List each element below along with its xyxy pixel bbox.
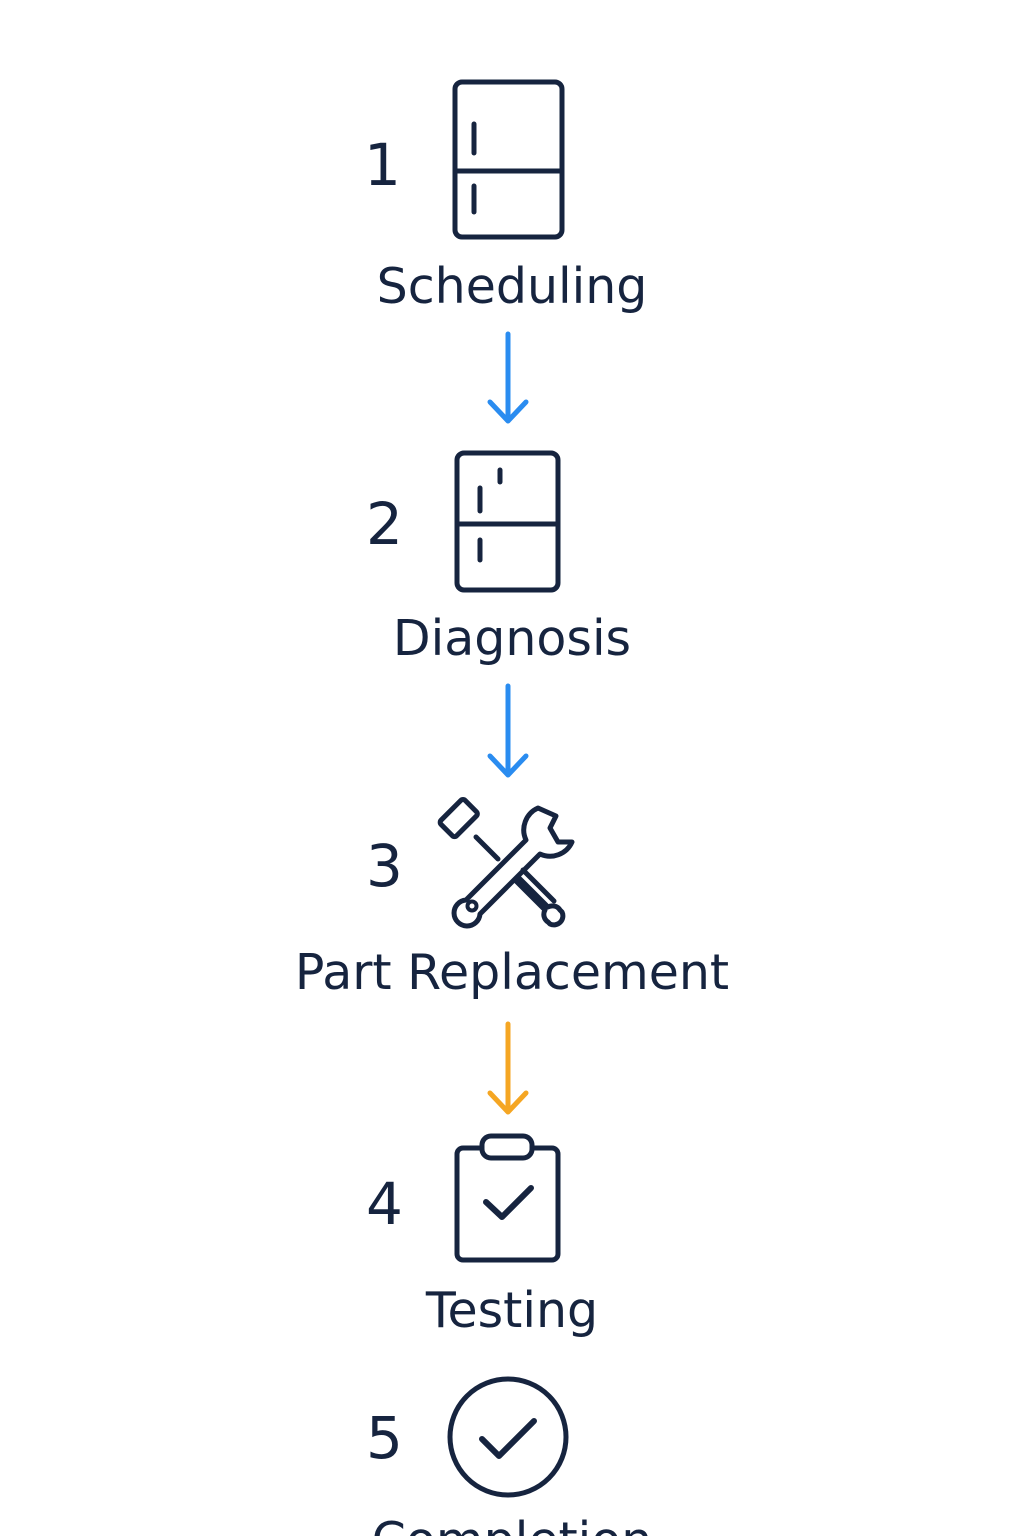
flow-arrow-2-3	[484, 682, 532, 780]
step-label-2: Diagnosis	[392, 610, 632, 667]
refrigerator-icon	[450, 78, 568, 242]
step-label-1: Scheduling	[376, 258, 648, 315]
step-label-4: Testing	[425, 1282, 599, 1339]
step-number-4: 4	[366, 1170, 403, 1238]
clipboard-check-icon	[452, 1132, 564, 1266]
circle-check-icon	[444, 1374, 572, 1500]
step-label-5: Completion	[0, 1516, 1024, 1536]
step-number-1: 1	[364, 131, 401, 199]
wrench-screwdriver-icon	[437, 797, 578, 929]
step-number-3: 3	[366, 832, 403, 900]
step-number-2: 2	[366, 490, 403, 558]
step-number-5: 5	[366, 1404, 403, 1472]
step-label-3: Part Replacement	[294, 944, 730, 1001]
flow-arrow-3-4	[484, 1020, 532, 1118]
flow-arrow-1-2	[484, 330, 532, 428]
refrigerator-icon	[452, 448, 564, 596]
